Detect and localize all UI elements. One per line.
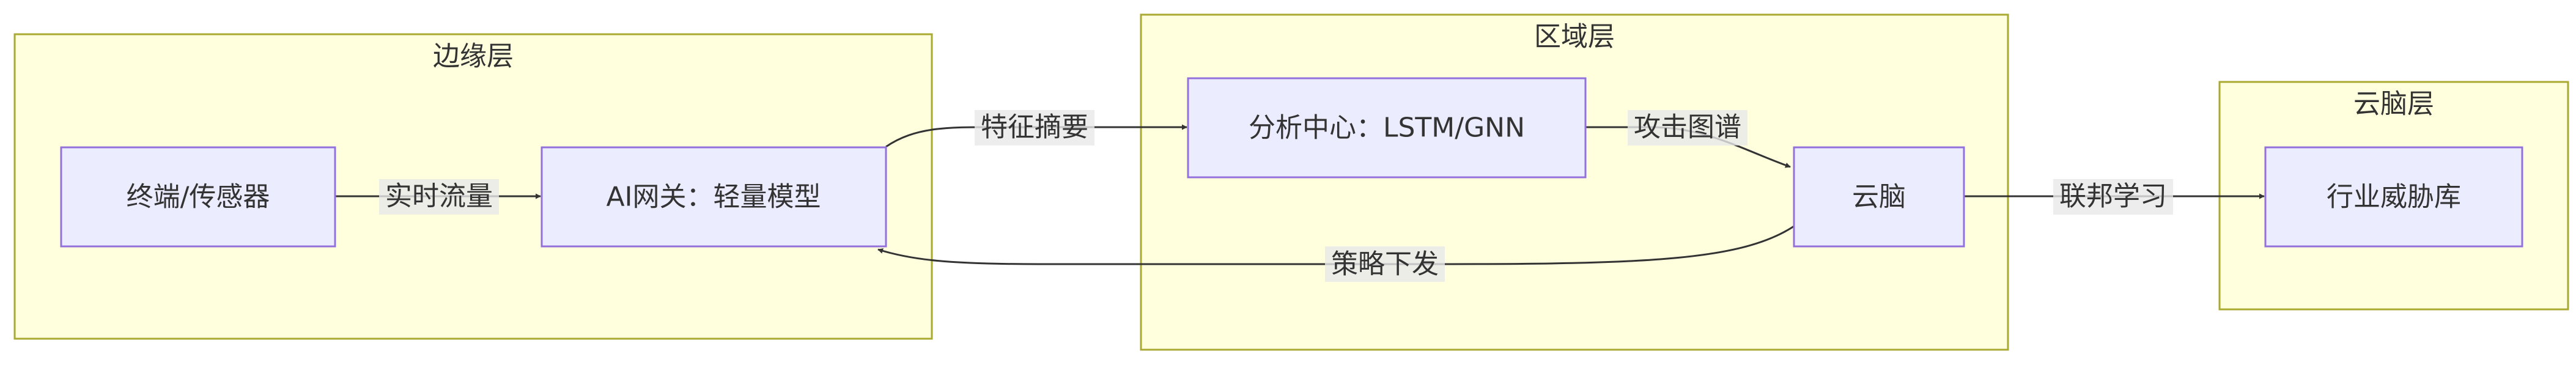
edge-label-federated-learning-text: 联邦学习 [2059, 181, 2167, 212]
node-cloud-brain-label: 云脑 [1852, 182, 1906, 213]
edge-label-realtime-traffic: 实时流量 [379, 179, 499, 215]
node-analysis-center: 分析中心：LSTM/GNN [1187, 77, 1587, 179]
edge-label-attack-graph-text: 攻击图谱 [1634, 112, 1741, 143]
edge-label-realtime-traffic-text: 实时流量 [385, 181, 493, 212]
node-terminal-label: 终端/传感器 [127, 182, 270, 213]
edge-label-policy-dispatch-text: 策略下发 [1331, 249, 1439, 280]
node-threat-library-label: 行业威胁库 [2327, 182, 2461, 213]
edge-label-policy-dispatch: 策略下发 [1325, 246, 1445, 282]
cluster-regional-layer-label: 区域层 [1534, 21, 1615, 53]
node-ai-gateway-label: AI网关：轻量模型 [606, 182, 821, 213]
edge-label-attack-graph: 攻击图谱 [1628, 110, 1747, 146]
node-threat-library: 行业威胁库 [2264, 146, 2523, 248]
edge-label-feature-summary: 特征摘要 [975, 110, 1094, 146]
node-ai-gateway: AI网关：轻量模型 [541, 146, 887, 248]
cluster-edge-layer-label: 边缘层 [433, 41, 514, 72]
node-analysis-center-label: 分析中心：LSTM/GNN [1249, 112, 1525, 144]
cluster-cloud-layer-label: 云脑层 [2353, 89, 2434, 120]
node-terminal: 终端/传感器 [60, 146, 336, 248]
node-cloud-brain: 云脑 [1793, 146, 1965, 248]
edge-label-federated-learning: 联邦学习 [2053, 179, 2173, 215]
edge-label-feature-summary-text: 特征摘要 [981, 112, 1088, 143]
edge-cloud-to-gateway [877, 225, 1795, 265]
